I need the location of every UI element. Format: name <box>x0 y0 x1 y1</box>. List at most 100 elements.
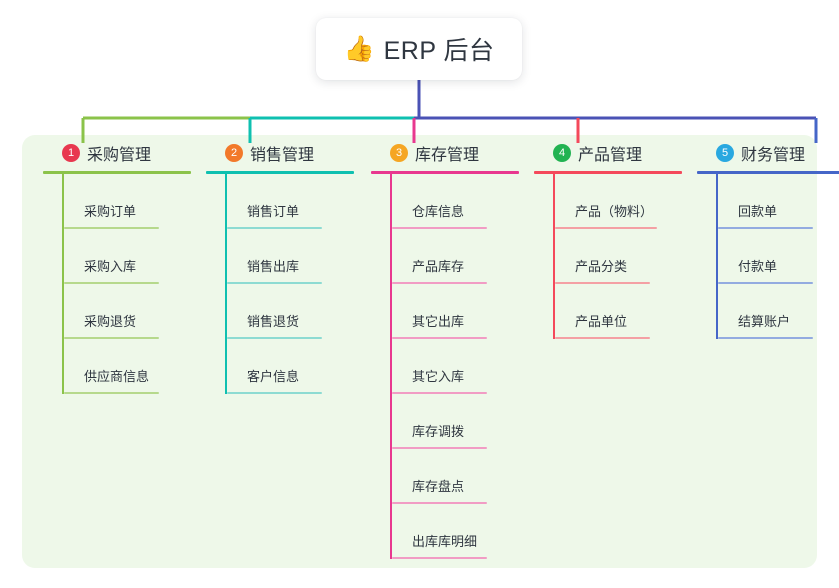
list-item-rule <box>392 557 487 559</box>
list-item-label: 其它出库 <box>412 314 465 329</box>
list-item-label: 仓库信息 <box>412 204 465 219</box>
column-spine <box>553 174 555 339</box>
list-item[interactable]: 产品分类 <box>553 229 696 284</box>
root-title-card: 👍 ERP 后台 <box>316 18 522 80</box>
column-title: 库存管理 <box>415 147 480 164</box>
list-item-rule <box>227 282 322 284</box>
column-header[interactable]: 1 采购管理 <box>42 135 205 171</box>
column-header-rule <box>534 171 682 174</box>
column-财务管理: 5 财务管理回款单付款单结算账户 <box>696 135 839 339</box>
list-item-rule <box>64 227 159 229</box>
column-number-badge: 5 <box>716 144 734 162</box>
column-header[interactable]: 3 库存管理 <box>370 135 533 171</box>
list-item-rule <box>392 337 487 339</box>
column-title: 财务管理 <box>741 147 806 164</box>
list-item-rule <box>227 337 322 339</box>
list-item-label: 出库库明细 <box>412 534 478 549</box>
list-item-rule <box>392 502 487 504</box>
column-库存管理: 3 库存管理仓库信息产品库存其它出库其它入库库存调拨库存盘点出库库明细 <box>370 135 533 559</box>
list-item[interactable]: 仓库信息 <box>390 174 533 229</box>
list-item-rule <box>392 227 487 229</box>
list-item[interactable]: 销售退货 <box>225 284 368 339</box>
list-item-label: 产品（物料） <box>575 204 654 219</box>
list-item-rule <box>555 227 657 229</box>
list-item-label: 库存盘点 <box>412 479 465 494</box>
column-header-rule <box>206 171 354 174</box>
column-number-badge: 1 <box>62 144 80 162</box>
list-item-label: 采购退货 <box>84 314 137 329</box>
list-item-rule <box>64 392 159 394</box>
list-item[interactable]: 出库库明细 <box>390 504 533 559</box>
list-item[interactable]: 回款单 <box>716 174 839 229</box>
list-item-label: 销售退货 <box>247 314 300 329</box>
list-item-rule <box>227 392 322 394</box>
column-item-list: 产品（物料） 产品分类产品单位 <box>553 174 696 339</box>
list-item-label: 付款单 <box>738 259 778 274</box>
list-item-label: 库存调拨 <box>412 424 465 439</box>
list-item-label: 产品库存 <box>412 259 465 274</box>
list-item-label: 产品单位 <box>575 314 628 329</box>
list-item[interactable]: 其它出库 <box>390 284 533 339</box>
list-item[interactable]: 库存盘点 <box>390 449 533 504</box>
list-item-rule <box>392 282 487 284</box>
list-item[interactable]: 库存调拨 <box>390 394 533 449</box>
list-item-label: 销售订单 <box>247 204 300 219</box>
list-item[interactable]: 产品库存 <box>390 229 533 284</box>
column-number-badge: 4 <box>553 144 571 162</box>
list-item[interactable]: 其它入库 <box>390 339 533 394</box>
column-item-list: 回款单付款单结算账户 <box>716 174 839 339</box>
list-item[interactable]: 供应商信息 <box>62 339 205 394</box>
list-item-label: 采购订单 <box>84 204 137 219</box>
list-item-label: 结算账户 <box>738 314 791 329</box>
list-item-label: 其它入库 <box>412 369 465 384</box>
list-item[interactable]: 产品（物料） <box>553 174 696 229</box>
column-item-list: 采购订单采购入库采购退货供应商信息 <box>62 174 205 394</box>
column-header-rule <box>43 171 191 174</box>
column-item-list: 销售订单销售出库销售退货客户信息 <box>225 174 368 394</box>
column-header[interactable]: 4 产品管理 <box>533 135 696 171</box>
thumbs-up-icon: 👍 <box>343 34 375 63</box>
list-item-label: 回款单 <box>738 204 778 219</box>
column-header[interactable]: 5 财务管理 <box>696 135 839 171</box>
list-item[interactable]: 销售订单 <box>225 174 368 229</box>
column-spine <box>716 174 718 339</box>
list-item-rule <box>555 282 650 284</box>
list-item[interactable]: 客户信息 <box>225 339 368 394</box>
diagram-panel <box>22 135 817 568</box>
list-item-label: 采购入库 <box>84 259 137 274</box>
column-spine <box>390 174 392 559</box>
page-title: ERP 后台 <box>383 37 495 65</box>
column-采购管理: 1 采购管理采购订单采购入库采购退货供应商信息 <box>42 135 205 394</box>
list-item[interactable]: 付款单 <box>716 229 839 284</box>
list-item-rule <box>392 392 487 394</box>
list-item-label: 客户信息 <box>247 369 300 384</box>
list-item-rule <box>64 337 159 339</box>
list-item-rule <box>64 282 159 284</box>
column-spine <box>225 174 227 394</box>
list-item-rule <box>718 282 813 284</box>
column-header-rule <box>697 171 839 174</box>
list-item-rule <box>392 447 487 449</box>
list-item[interactable]: 结算账户 <box>716 284 839 339</box>
list-item-label: 产品分类 <box>575 259 628 274</box>
list-item-rule <box>718 227 813 229</box>
list-item[interactable]: 采购入库 <box>62 229 205 284</box>
column-title: 产品管理 <box>578 147 643 164</box>
list-item[interactable]: 采购订单 <box>62 174 205 229</box>
list-item-rule <box>227 227 322 229</box>
column-title: 采购管理 <box>87 147 152 164</box>
list-item-label: 销售出库 <box>247 259 300 274</box>
list-item[interactable]: 采购退货 <box>62 284 205 339</box>
column-item-list: 仓库信息产品库存其它出库其它入库库存调拨库存盘点出库库明细 <box>390 174 533 559</box>
list-item[interactable]: 产品单位 <box>553 284 696 339</box>
list-item-label: 供应商信息 <box>84 369 150 384</box>
list-item[interactable]: 销售出库 <box>225 229 368 284</box>
column-spine <box>62 174 64 394</box>
column-number-badge: 3 <box>390 144 408 162</box>
column-产品管理: 4 产品管理产品（物料） 产品分类产品单位 <box>533 135 696 339</box>
column-header-rule <box>371 171 519 174</box>
column-title: 销售管理 <box>250 147 315 164</box>
